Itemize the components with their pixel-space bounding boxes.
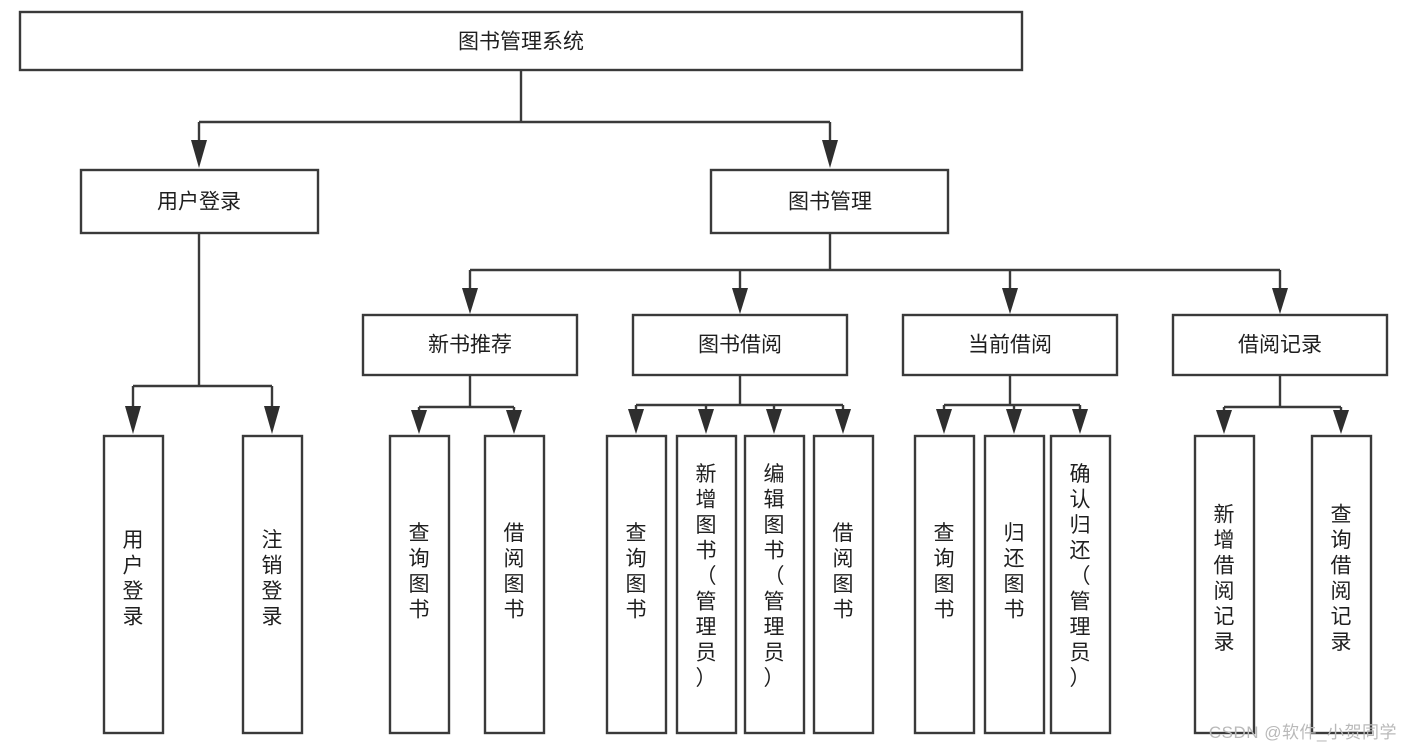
arrow-head-nbr-borrow-book — [506, 410, 522, 434]
node-new-book-recommend-label: 新书推荐 — [428, 334, 512, 357]
node-current-borrow-box[interactable] — [901, 313, 1119, 377]
node-leaf-cb-query-book-box[interactable] — [913, 434, 976, 735]
connector-group-root — [191, 70, 838, 168]
node-user-login-label: 用户登录 — [157, 191, 241, 214]
arrow-head-current-borrow — [1002, 288, 1018, 314]
node-leaf-br-query-record-label: 查询借阅记录 — [1331, 503, 1352, 654]
arrow-head-new-book-rec — [462, 288, 478, 314]
node-current-borrow[interactable]: 当前借阅 — [901, 313, 1119, 377]
node-leaf-nbr-borrow-book-box[interactable] — [483, 434, 546, 735]
node-leaf-nbr-query-book-label: 查询图书 — [409, 522, 430, 622]
watermark-label: CSDN @软件_小贺同学 — [1208, 723, 1397, 742]
node-leaf-user-login-box[interactable] — [102, 434, 165, 735]
node-leaf-nbr-borrow-book-label: 借阅图书 — [504, 522, 525, 622]
node-new-book-recommend-box[interactable] — [361, 313, 579, 377]
node-leaf-cb-confirm-return-label: 确认归还（管理员） — [1070, 463, 1091, 690]
node-leaf-nbr-borrow-book[interactable]: 借阅图书 — [483, 434, 546, 735]
node-root[interactable]: 图书管理系统 — [18, 10, 1024, 72]
arrow-head-leaf-user-login — [125, 406, 141, 434]
arrow-head-cb-query-book — [936, 409, 952, 434]
node-user-login-box[interactable] — [79, 168, 320, 235]
node-leaf-br-add-record-label: 新增借阅记录 — [1214, 503, 1235, 654]
node-book-borrow-label: 图书借阅 — [698, 334, 782, 357]
node-leaf-cb-return-book-label: 归还图书 — [1004, 522, 1025, 622]
node-leaf-user-login-label: 用户登录 — [123, 529, 144, 629]
node-leaf-bb-edit-book-label: 编辑图书（管理员） — [764, 463, 785, 690]
connector-group-current-borrow — [936, 375, 1088, 434]
arrow-head-user-login — [191, 140, 207, 168]
node-leaf-bb-edit-book[interactable]: 编辑图书（管理员） — [743, 434, 806, 735]
node-leaf-br-add-record-box[interactable] — [1193, 434, 1256, 735]
arrow-head-book-mgmt — [822, 140, 838, 168]
node-leaf-logout-label: 注销登录 — [262, 529, 283, 629]
node-leaf-user-login[interactable]: 用户登录 — [102, 434, 165, 735]
connector-group-borrow-record — [1216, 375, 1349, 434]
node-leaf-nbr-query-book-box[interactable] — [388, 434, 451, 735]
node-leaf-bb-edit-book-box[interactable] — [743, 434, 806, 735]
node-leaf-cb-query-book-label: 查询图书 — [934, 522, 955, 622]
arrow-head-book-borrow — [732, 288, 748, 314]
node-leaf-bb-borrow-book-box[interactable] — [812, 434, 875, 735]
node-leaf-bb-query-book-label: 查询图书 — [626, 522, 647, 622]
node-leaf-br-query-record[interactable]: 查询借阅记录 — [1310, 434, 1373, 735]
arrow-head-bb-add-book — [698, 409, 714, 434]
connector-group-new-book-rec — [411, 375, 522, 434]
node-leaf-bb-add-book-box[interactable] — [675, 434, 738, 735]
node-leaf-br-query-record-box[interactable] — [1310, 434, 1373, 735]
node-leaf-bb-query-book[interactable]: 查询图书 — [605, 434, 668, 735]
node-leaf-logout-box[interactable] — [241, 434, 304, 735]
node-new-book-recommend[interactable]: 新书推荐 — [361, 313, 579, 377]
node-book-mgmt-label: 图书管理 — [788, 191, 872, 214]
node-leaf-br-add-record[interactable]: 新增借阅记录 — [1193, 434, 1256, 735]
arrow-head-bb-edit-book — [766, 409, 782, 434]
node-leaf-bb-query-book-box[interactable] — [605, 434, 668, 735]
node-leaf-bb-add-book-label: 新增图书（管理员） — [696, 463, 717, 690]
node-borrow-record-box[interactable] — [1171, 313, 1389, 377]
node-book-borrow-box[interactable] — [631, 313, 849, 377]
node-leaf-logout[interactable]: 注销登录 — [241, 434, 304, 735]
arrow-head-bb-borrow-book — [835, 409, 851, 434]
arrow-head-br-query-record — [1333, 410, 1349, 434]
connector-group-book-mgmt — [462, 233, 1288, 314]
node-user-login[interactable]: 用户登录 — [79, 168, 320, 235]
node-book-borrow[interactable]: 图书借阅 — [631, 313, 849, 377]
connector-group-book-borrow — [628, 375, 851, 434]
node-leaf-cb-confirm-return-box[interactable] — [1049, 434, 1112, 735]
node-root-label: 图书管理系统 — [458, 31, 584, 54]
node-borrow-record[interactable]: 借阅记录 — [1171, 313, 1389, 377]
node-leaf-nbr-query-book[interactable]: 查询图书 — [388, 434, 451, 735]
arrow-head-cb-return-book — [1006, 409, 1022, 434]
node-leaf-cb-return-book-box[interactable] — [983, 434, 1046, 735]
node-leaf-cb-query-book[interactable]: 查询图书 — [913, 434, 976, 735]
arrow-head-leaf-logout — [264, 406, 280, 434]
arrow-head-br-add-record — [1216, 410, 1232, 434]
node-leaf-bb-add-book[interactable]: 新增图书（管理员） — [675, 434, 738, 735]
arrow-head-cb-confirm-return — [1072, 409, 1088, 434]
node-root-box[interactable] — [18, 10, 1024, 72]
node-borrow-record-label: 借阅记录 — [1238, 334, 1322, 357]
node-book-mgmt-box[interactable] — [709, 168, 950, 235]
arrow-head-borrow-record — [1272, 288, 1288, 314]
node-leaf-bb-borrow-book[interactable]: 借阅图书 — [812, 434, 875, 735]
arrow-head-bb-query-book — [628, 409, 644, 434]
node-book-mgmt[interactable]: 图书管理 — [709, 168, 950, 235]
arrow-head-nbr-query-book — [411, 410, 427, 434]
node-leaf-bb-borrow-book-label: 借阅图书 — [833, 522, 854, 622]
node-leaf-cb-confirm-return[interactable]: 确认归还（管理员） — [1049, 434, 1112, 735]
connector-group-user-login — [125, 233, 280, 434]
node-current-borrow-label: 当前借阅 — [968, 334, 1052, 357]
node-leaf-cb-return-book[interactable]: 归还图书 — [983, 434, 1046, 735]
